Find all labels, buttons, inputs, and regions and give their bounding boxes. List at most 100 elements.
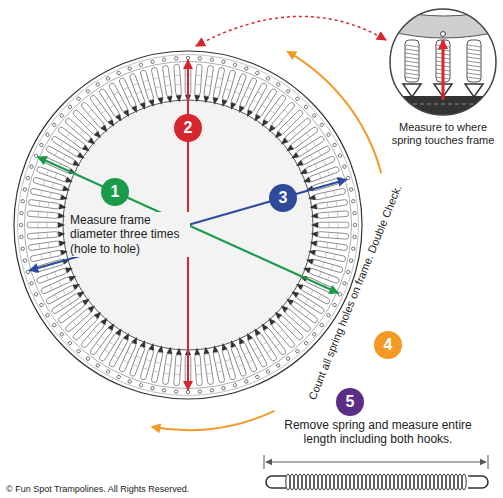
spring-coil-line [328,232,329,238]
spring-hole [338,153,343,158]
spring-hole [353,211,357,215]
spring-coil-line [60,142,63,147]
spring-coil-line [73,321,77,325]
spring-hole [19,223,22,226]
spring-coil-line [284,110,288,114]
spring-hole [29,164,33,168]
spring-body [194,64,202,95]
spring [311,222,357,228]
callout-number-text: 5 [346,394,355,410]
spring-coil-line [55,294,58,299]
spring-coil-line [195,84,201,85]
spring-hole [286,356,291,361]
v-ring [403,84,421,97]
spring-coil-line [405,61,419,63]
spring-coil-line [73,125,77,129]
spring-coil-line [66,313,69,317]
spring [211,345,227,391]
spring-coil-line [153,371,158,372]
spring [194,57,203,103]
spring-coil-line [284,337,288,341]
spring-hole [233,383,237,387]
spring-coil-line [175,84,181,85]
spring-hole [346,176,350,180]
spring-hole [353,223,356,226]
spring-body [317,231,348,239]
spring-hole [198,390,202,394]
spring [20,231,66,240]
spring-hole [20,211,24,215]
detail-inset [385,0,503,130]
spring-coil-line [88,110,92,114]
spring-coil-line [467,65,481,67]
spring-coil-line [300,321,304,325]
spring-hole [95,363,100,368]
spring-coil-line [105,350,110,353]
spring-coil-line [278,117,282,121]
spring-coil-line [331,265,333,270]
spring-hole [304,341,309,346]
count-arrow [288,52,381,173]
spring [309,198,355,210]
spring-hole [45,132,50,137]
spring-body [222,349,236,380]
spring-coil-line [175,75,181,76]
spring-coil-line [68,146,71,151]
callout-number: 3 [269,184,297,212]
dimension-tick [264,455,265,469]
spring [310,231,356,240]
instruction-text: Measure frame diameter three times (hole… [68,212,190,257]
spring-hole [68,341,73,346]
spring-coil-line [50,252,51,257]
spring-coil-line [123,360,128,362]
spring-body [151,67,163,98]
v-ring [203,346,210,354]
spring-coil-line [215,362,220,363]
spring-coil-line [257,92,262,95]
v-ring [131,336,139,345]
spring-coil-line [319,272,321,277]
spring-coil-line [262,342,267,345]
spring-coil-line [286,123,290,127]
spring-coil-line [217,371,222,372]
spring-hole [52,123,57,128]
spring-coil-line [337,212,338,218]
v-ring [148,99,156,107]
spring-coil-line [94,117,98,121]
v-ring [176,95,182,102]
callout-number-text: 2 [184,120,193,136]
count-arrow [152,411,274,430]
spring-hole [95,82,100,87]
instruction-text: Remove spring and measure entire length … [273,418,483,447]
spring-coil-line [228,80,233,82]
spring-hole [233,63,237,67]
spring-hole [23,187,27,191]
spring-coil-line [270,110,274,113]
v-ring [290,289,299,298]
spring-coil-line [319,173,321,178]
spring-coil-line [405,65,419,67]
v-ring [140,102,148,111]
v-ring [65,177,74,185]
spring-coil-line [244,96,249,98]
spring-coil-line [39,244,41,250]
spring-coil-line [94,330,98,334]
spring-coil-line [133,365,138,367]
spring-coil-line [43,180,45,185]
spring-coil-line [405,77,419,79]
spring-coil-line [109,342,114,345]
spring-coil-line [80,117,84,121]
spring [194,347,203,393]
spring-hole [349,187,353,191]
v-ring [220,99,228,107]
spring-coil-line [238,365,243,367]
spring-coil-line [47,232,48,238]
spring-hole [210,58,214,62]
spring-coil-line [60,304,63,309]
spring-coil-line [38,233,39,239]
v-ring [58,213,65,219]
spring-coil-line [248,87,253,89]
spring-body [204,65,214,96]
mat-stitching [385,104,503,105]
spring-coil-line [195,365,201,366]
